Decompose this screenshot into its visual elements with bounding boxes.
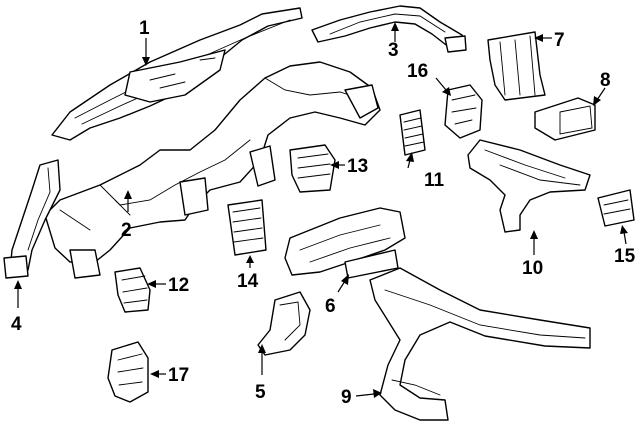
part-14-vent: [227, 199, 267, 256]
part-6-floor-duct: [284, 207, 406, 279]
callout-11: 11: [424, 170, 445, 191]
part-2-center-duct: [44, 61, 381, 279]
callout-17: 17: [168, 365, 189, 386]
part-7-bracket: [487, 31, 546, 101]
callout-16: 16: [407, 61, 428, 82]
part-12-vent: [114, 267, 151, 313]
callout-8: 8: [600, 70, 611, 91]
part-15-vent: [597, 189, 635, 227]
callout-12: 12: [168, 275, 189, 296]
leader-lines: [14, 22, 628, 398]
part-4-side-duct: [3, 159, 61, 279]
callout-4: 4: [11, 314, 22, 335]
part-1-defroster-duct: [51, 7, 303, 141]
callout-2: 2: [121, 220, 132, 241]
callout-13: 13: [347, 156, 368, 177]
callout-15: 15: [614, 246, 636, 267]
part-3-upper-duct: [311, 5, 467, 53]
callout-6: 6: [325, 296, 336, 317]
callout-9: 9: [341, 387, 352, 408]
part-13-vent: [289, 144, 336, 193]
part-8-outlet: [534, 97, 596, 141]
part-16-actuator: [444, 84, 483, 139]
part-9-rear-floor-duct: [369, 267, 591, 421]
part-17-actuator: [107, 341, 149, 403]
callout-10: 10: [522, 258, 543, 279]
part-11-vent: [399, 109, 426, 156]
part-10-support-bracket: [467, 139, 591, 233]
callout-5: 5: [255, 382, 266, 403]
callout-14: 14: [237, 271, 259, 292]
callout-7: 7: [554, 30, 565, 51]
callout-1: 1: [139, 18, 150, 39]
callout-3: 3: [388, 40, 399, 61]
part-5-outlet-duct: [257, 291, 311, 356]
